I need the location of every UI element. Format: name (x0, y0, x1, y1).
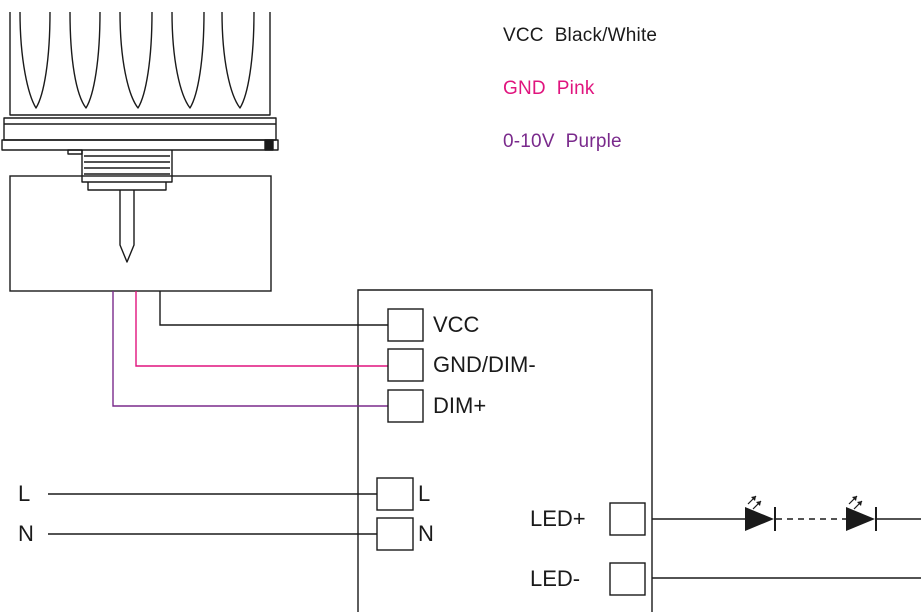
mains-label-l: L (18, 481, 31, 506)
terminal-l (376, 477, 414, 511)
legend-vcc-color: Black/White (554, 25, 658, 46)
terminal-led-minus (609, 562, 646, 596)
terminal-n (376, 517, 414, 551)
legend-vcc: VCC Black/White (503, 25, 657, 47)
terminal-vcc (387, 308, 424, 342)
terminal-dim-plus (387, 389, 424, 423)
led-diode-icon (846, 495, 877, 531)
legend-gnd-label: GND (503, 78, 546, 99)
terminal-label-vcc: VCC (433, 312, 480, 337)
legend-vcc-label: VCC (503, 25, 544, 46)
driver-box (357, 289, 653, 612)
wire-vcc (159, 291, 388, 326)
legend-dim-color: Purple (565, 131, 622, 152)
legend-gnd-color: Pink (556, 78, 595, 99)
mains-label-n: N (18, 521, 34, 546)
sensor-housing (9, 175, 272, 292)
terminal-label-gnd-dim: GND/DIM- (433, 352, 536, 377)
sensor-head-icon (1, 11, 279, 263)
terminal-gnd-dim (387, 348, 424, 382)
terminal-label-n: N (418, 521, 434, 546)
terminal-label-l: L (418, 481, 431, 506)
wire-gnd (135, 291, 388, 367)
led-diode-icon (745, 495, 776, 531)
terminal-label-dim-plus: DIM+ (433, 393, 487, 418)
terminal-led-plus (609, 502, 646, 536)
legend-gnd: GND Pink (503, 78, 595, 100)
terminal-label-led-minus: LED- (530, 566, 581, 591)
legend-dim-label: 0-10V (503, 131, 555, 152)
wire-dim (112, 291, 388, 407)
terminal-label-led-plus: LED+ (530, 506, 586, 531)
legend-dim: 0-10V Purple (503, 131, 622, 153)
